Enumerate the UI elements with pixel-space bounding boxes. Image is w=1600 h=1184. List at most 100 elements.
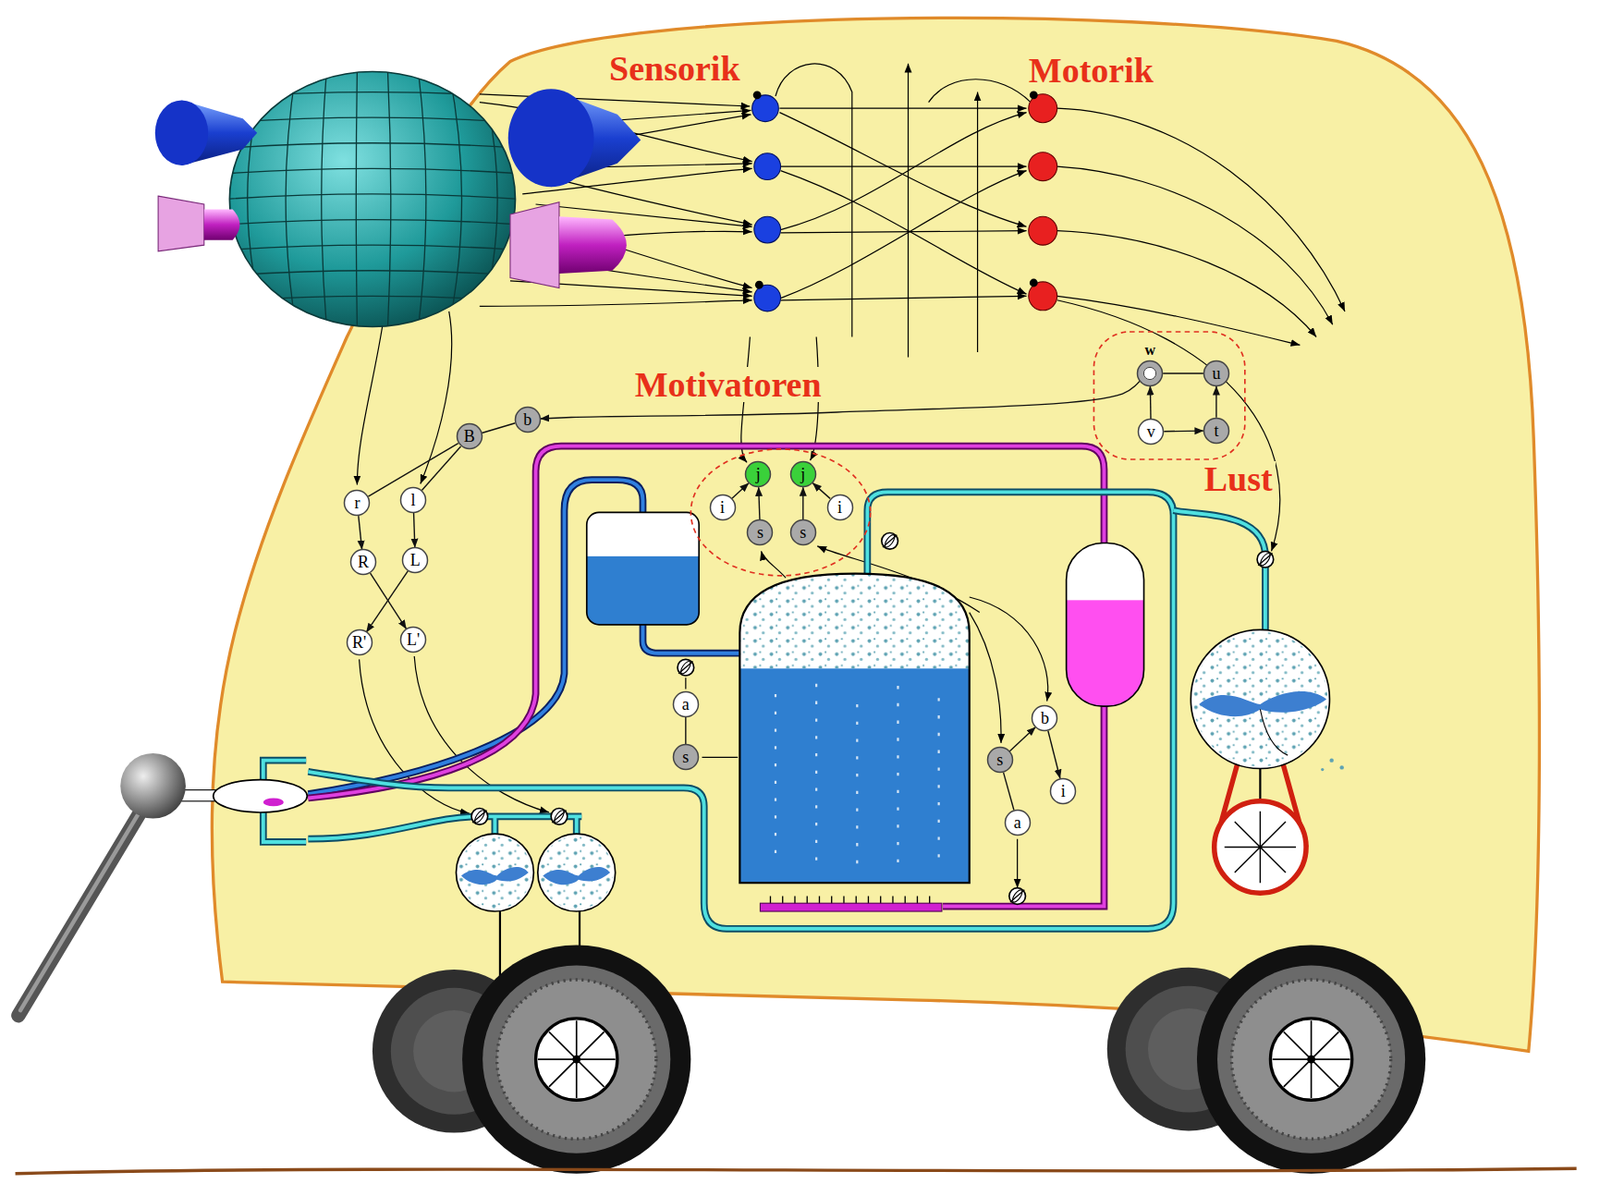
- vehicle-body: [211, 17, 1539, 1051]
- connector: [684, 717, 686, 745]
- connector: [481, 423, 515, 434]
- neural-wires: [479, 300, 753, 307]
- wheel: [462, 944, 691, 1173]
- touch-probe: [20, 795, 149, 1011]
- sensor-neuron: [752, 90, 782, 311]
- connector: [1009, 727, 1036, 752]
- motor-sphere: [1259, 708, 1288, 756]
- circle-outline: [1203, 361, 1229, 387]
- motor-neuron: [1028, 90, 1058, 310]
- node-letter: b: [1040, 709, 1050, 727]
- cyan-pipe: [307, 491, 1173, 929]
- letter-circle: B: [455, 422, 484, 451]
- circle-outline: [456, 424, 482, 450]
- circle-outline: [344, 490, 370, 516]
- circle-outline: [1032, 706, 1058, 732]
- node-letter: R': [352, 634, 367, 651]
- group-outline: [690, 449, 870, 576]
- motor-sphere: [1214, 801, 1307, 893]
- node-letter: j: [756, 465, 761, 483]
- node-letter: l: [411, 491, 416, 509]
- motor-neuron: [1029, 90, 1039, 99]
- neural-wires: [420, 311, 452, 485]
- circle-outline: [1004, 809, 1030, 835]
- steering-sphere: [455, 833, 534, 912]
- heater: [759, 895, 942, 912]
- touch-probe: [263, 797, 284, 807]
- connector: [540, 380, 1140, 419]
- node-letter: r: [354, 494, 360, 512]
- light-sensor: [155, 88, 641, 187]
- neural-wires: [702, 757, 739, 758]
- smell-sensor: [158, 195, 205, 252]
- neural-wires: [781, 295, 1027, 300]
- connector: [421, 446, 461, 491]
- letter-circle: L: [401, 546, 429, 575]
- node-letter: R: [357, 553, 369, 571]
- node-letter: i: [1061, 782, 1066, 800]
- section-label: Lust: [1201, 461, 1276, 497]
- letter-circle: w: [1135, 342, 1164, 388]
- letter-circle: b: [1030, 704, 1059, 733]
- valve-symbol: [1009, 888, 1026, 905]
- letter-circle: R: [349, 548, 378, 576]
- node-letter: t: [1213, 422, 1219, 440]
- node-letter: j: [800, 465, 806, 483]
- boiler-tank: [739, 668, 969, 885]
- cyan-pipe: [307, 816, 582, 839]
- circle-outline: [709, 494, 735, 520]
- boiler-tank: [775, 683, 940, 868]
- sensor-neuron: [752, 95, 780, 123]
- connector: [358, 515, 363, 550]
- neural-wires: [761, 550, 786, 578]
- eye: [224, 71, 521, 327]
- circle-outline: [401, 487, 427, 513]
- node-letter: a: [682, 696, 690, 713]
- boiler-tank: [739, 571, 969, 885]
- motor-sphere: [1190, 629, 1330, 769]
- circle-outline: [987, 747, 1013, 773]
- letter-circle: b: [513, 405, 542, 434]
- node-letter: L: [410, 551, 421, 569]
- cyan-pipe: [307, 491, 1173, 929]
- water-tank: [586, 512, 699, 624]
- node-letter: B: [464, 427, 476, 445]
- eye: [229, 71, 515, 327]
- neural-wires: [928, 79, 1031, 103]
- neural-wires: [684, 677, 686, 689]
- eye: [224, 92, 521, 302]
- smell-sensor: [204, 209, 241, 241]
- wheel: [1196, 944, 1426, 1173]
- smell-sensor: [158, 195, 627, 288]
- connector: [1162, 372, 1204, 374]
- node-letter: b: [523, 411, 532, 428]
- connector: [1163, 429, 1204, 432]
- circle-outline: [346, 630, 372, 656]
- neural-wires: [977, 92, 978, 354]
- connector: [732, 483, 749, 499]
- sensor-neuron: [755, 280, 764, 290]
- cyan-pipe: [1173, 510, 1266, 630]
- sensor-neuron: [754, 153, 782, 181]
- letter-circle: a: [1003, 808, 1032, 837]
- boiler-tank: [739, 574, 969, 883]
- valve-symbol: [471, 532, 1274, 904]
- node-letter: v: [1147, 423, 1156, 440]
- circle-outline: [745, 462, 771, 488]
- neural-wires: [781, 231, 1027, 233]
- magenta-pipe: [307, 446, 1104, 799]
- letter-circle: a: [671, 690, 700, 719]
- steering-sphere: [539, 835, 613, 909]
- sensor-neuron: [753, 90, 762, 99]
- letter-circle: R': [345, 628, 374, 657]
- connector: [812, 483, 831, 500]
- steering-sphere: [537, 833, 616, 912]
- valve-symbol: [677, 659, 695, 676]
- circle-outline: [1135, 359, 1164, 388]
- letter-circle: s: [671, 743, 700, 771]
- motor-sphere: [1224, 811, 1296, 883]
- node-letter: a: [1013, 814, 1022, 831]
- letter-circle: t: [1202, 416, 1231, 445]
- eye: [247, 71, 498, 327]
